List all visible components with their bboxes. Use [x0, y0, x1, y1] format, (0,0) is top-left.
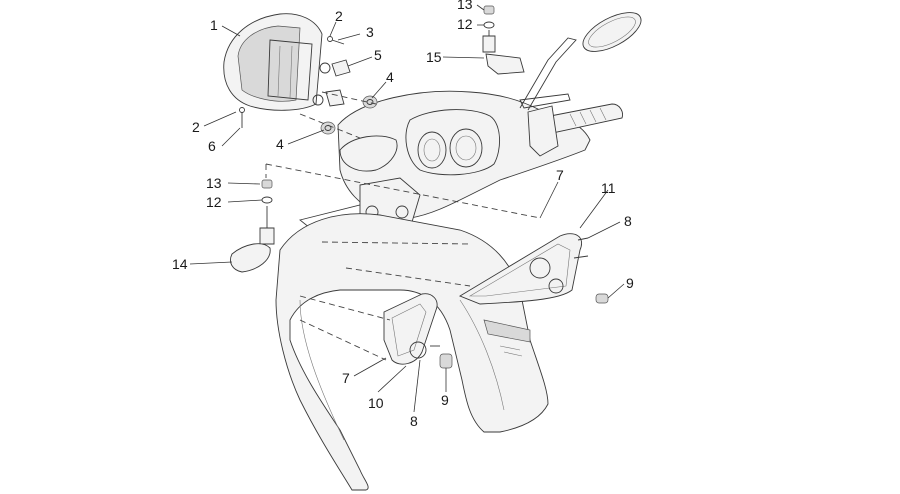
- callout-3: 3: [366, 24, 374, 40]
- bulb-socket-lower: [312, 89, 345, 107]
- screw-3: [327, 36, 345, 45]
- right-indicator: [458, 233, 609, 305]
- grommet-lower: [320, 121, 336, 135]
- right-mirror-mount: [482, 5, 525, 75]
- guide-line-left-lower: [299, 319, 387, 361]
- callout-13-top: 13: [457, 0, 473, 12]
- callout-9-left: 9: [441, 392, 449, 408]
- callout-5: 5: [374, 47, 382, 63]
- callout-14: 14: [172, 256, 188, 272]
- callout-7-right: 7: [556, 167, 564, 183]
- guide-line-headlight-lower: [299, 113, 361, 139]
- callout-4-bottom: 4: [276, 136, 284, 152]
- headlight-unit: [223, 13, 323, 111]
- handlebar-cover-assembly: [299, 12, 642, 229]
- callout-6: 6: [208, 138, 216, 154]
- callout-4-top: 4: [386, 69, 394, 85]
- front-leg-shield: [275, 213, 549, 491]
- callout-12-top: 12: [457, 16, 473, 32]
- callout-2-top: 2: [335, 8, 343, 24]
- left-indicator: [383, 293, 453, 369]
- callout-15: 15: [426, 49, 442, 65]
- guide-line-left-signal: [265, 163, 541, 219]
- callout-9-right: 9: [626, 275, 634, 291]
- callout-13-left: 13: [206, 175, 222, 191]
- callout-7-left: 7: [342, 370, 350, 386]
- callout-2-bottom: 2: [192, 119, 200, 135]
- screw-6: [239, 107, 245, 128]
- leader-lines: [189, 4, 625, 413]
- callout-11: 11: [601, 180, 616, 196]
- callout-10: 10: [368, 395, 384, 411]
- bulb-socket-upper: [319, 59, 351, 77]
- left-turn-signal: [230, 179, 275, 273]
- callout-1: 1: [210, 17, 218, 33]
- guide-line-indicator-mid: [345, 267, 471, 287]
- callout-8-right: 8: [624, 213, 632, 229]
- callout-8-left: 8: [410, 413, 418, 429]
- callout-12-left: 12: [206, 194, 222, 210]
- guide-line-left-upper: [299, 295, 391, 321]
- callout-labels: 1 2 3 5 4 2 4 6 13 12 14 13 12 15 7 11 8…: [172, 0, 634, 429]
- guide-line-indicator-top: [321, 241, 471, 245]
- grommet-upper: [362, 95, 378, 109]
